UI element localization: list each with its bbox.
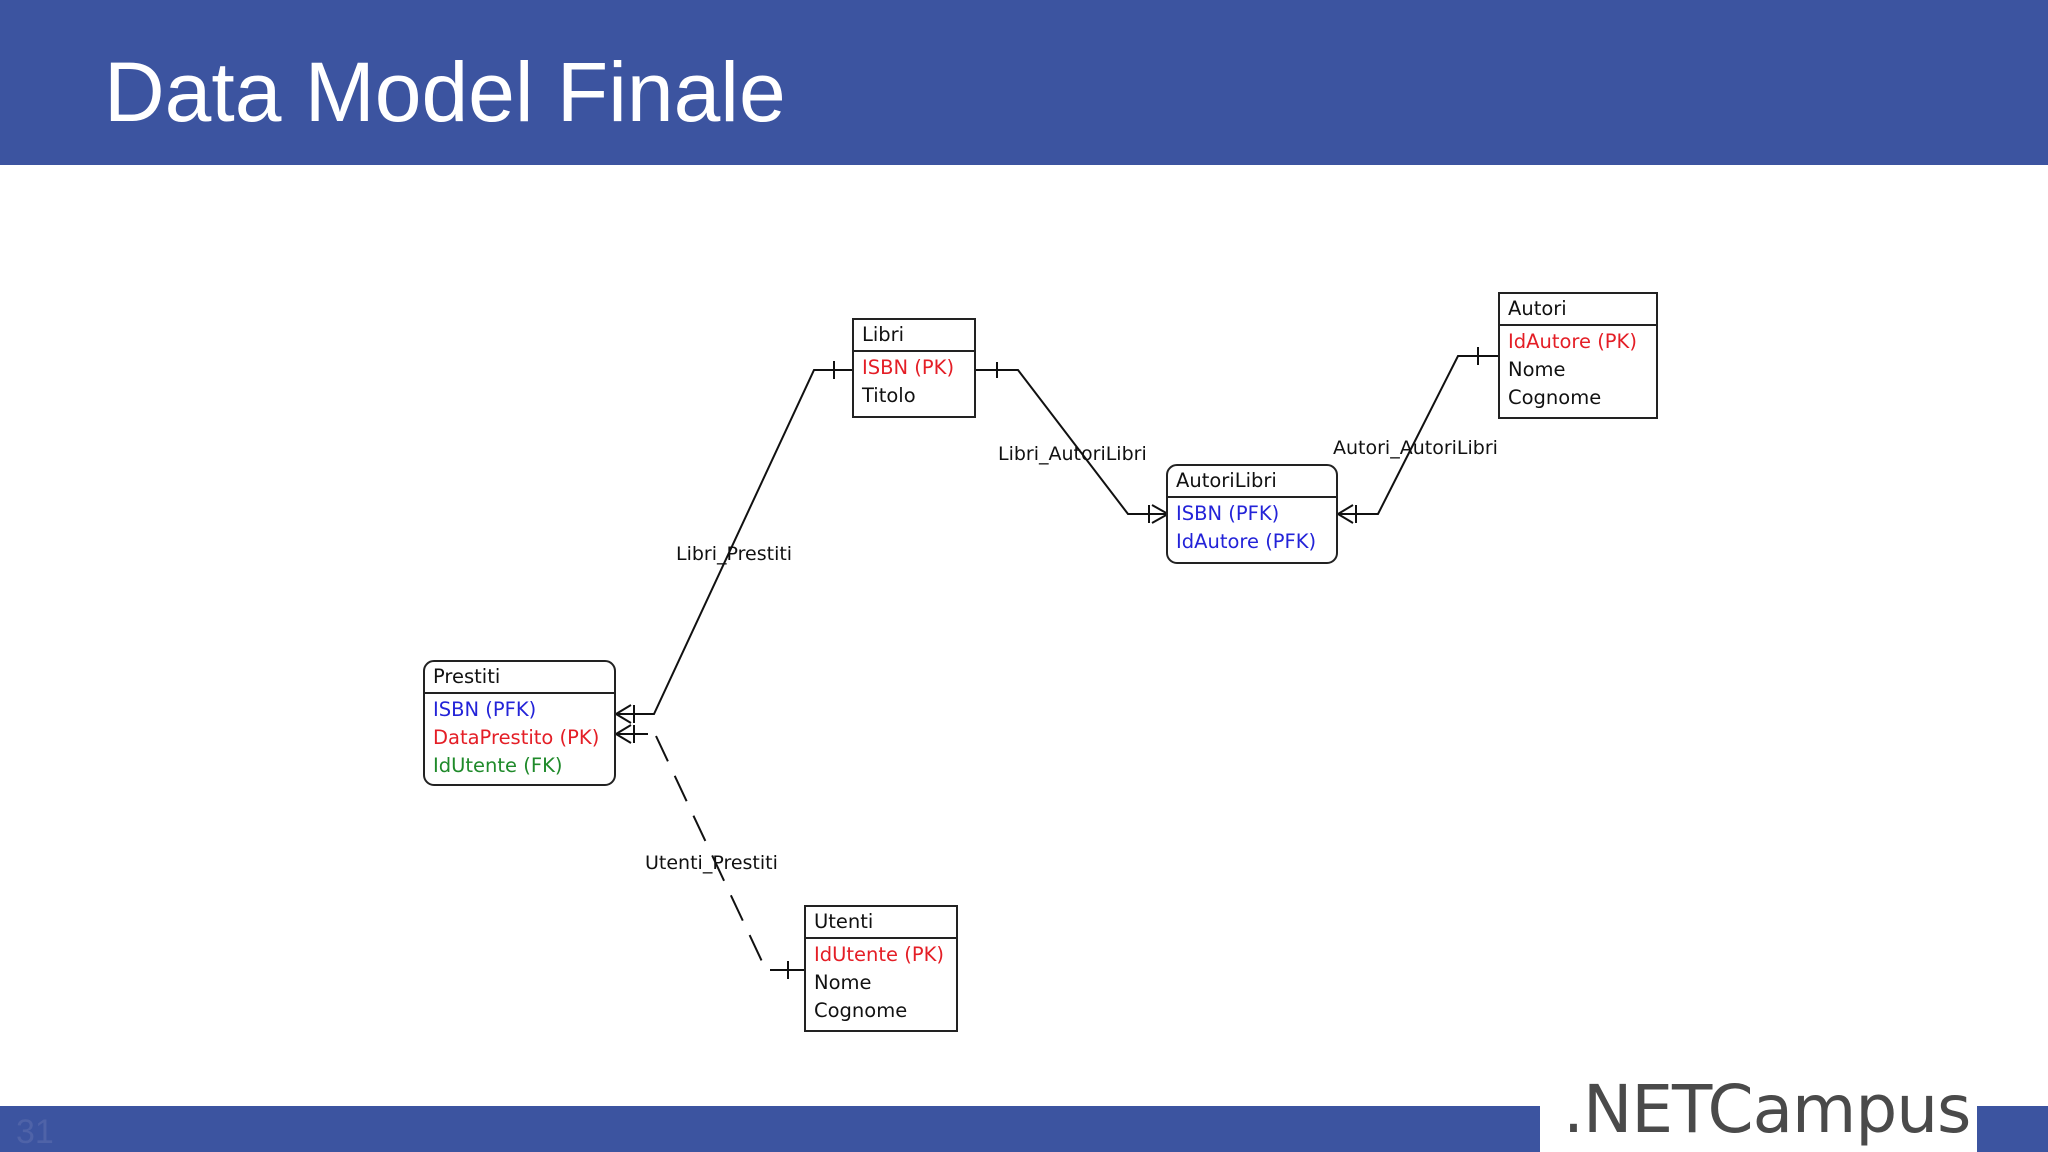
attr-autorilibri-idautore: IdAutore (PFK)	[1176, 530, 1317, 553]
attr-autorilibri-isbn: ISBN (PFK)	[1176, 502, 1280, 525]
relationship-label-libri-prestiti: Libri_Prestiti	[676, 543, 793, 565]
connector-libri-autorilibri	[976, 362, 1169, 524]
attr-utenti-nome: Nome	[814, 971, 872, 994]
attr-autori-cognome: Cognome	[1508, 386, 1602, 409]
entity-prestiti[interactable]: Prestiti ISBN (PFK) DataPrestito (PK) Id…	[423, 660, 616, 786]
entity-name-autori: Autori	[1500, 294, 1656, 326]
connector-autori-autorilibri	[1337, 347, 1498, 524]
relationship-label-utenti-prestiti: Utenti_Prestiti	[645, 852, 778, 874]
footer-bar-accent	[1977, 1106, 2048, 1152]
entity-name-utenti: Utenti	[806, 907, 956, 939]
attr-prestiti-idutente: IdUtente (FK)	[433, 754, 563, 777]
attr-autori-idautore: IdAutore (PK)	[1508, 330, 1637, 353]
entity-name-prestiti: Prestiti	[425, 662, 614, 694]
entity-autorilibri[interactable]: AutoriLibri ISBN (PFK) IdAutore (PFK)	[1166, 464, 1338, 564]
header-bar	[0, 0, 2048, 165]
slide-title: Data Model Finale	[104, 45, 786, 139]
entity-name-autorilibri: AutoriLibri	[1168, 466, 1336, 498]
connector-libri-prestiti	[615, 361, 852, 724]
entity-utenti[interactable]: Utenti IdUtente (PK) Nome Cognome	[804, 905, 958, 1032]
attr-prestiti-dataprestito: DataPrestito (PK)	[433, 726, 600, 749]
entity-name-libri: Libri	[854, 320, 974, 352]
attr-utenti-idutente: IdUtente (PK)	[814, 943, 945, 966]
attr-utenti-cognome: Cognome	[814, 999, 908, 1022]
attr-prestiti-isbn: ISBN (PFK)	[433, 698, 537, 721]
entity-libri[interactable]: Libri ISBN (PK) Titolo	[852, 318, 976, 418]
entity-autori[interactable]: Autori IdAutore (PK) Nome Cognome	[1498, 292, 1658, 419]
connector-utenti-prestiti	[615, 724, 804, 979]
attr-libri-isbn: ISBN (PK)	[862, 356, 955, 379]
footer-bar	[0, 1106, 1540, 1152]
attr-libri-titolo: Titolo	[862, 384, 916, 407]
attr-autori-nome: Nome	[1508, 358, 1566, 381]
relationship-label-autori-autorilibri: Autori_AutoriLibri	[1333, 437, 1498, 459]
page-number: 31	[16, 1113, 54, 1151]
relationship-label-libri-autorilibri: Libri_AutoriLibri	[998, 443, 1147, 465]
netcampus-logo: .NETCampus	[1563, 1071, 1971, 1148]
